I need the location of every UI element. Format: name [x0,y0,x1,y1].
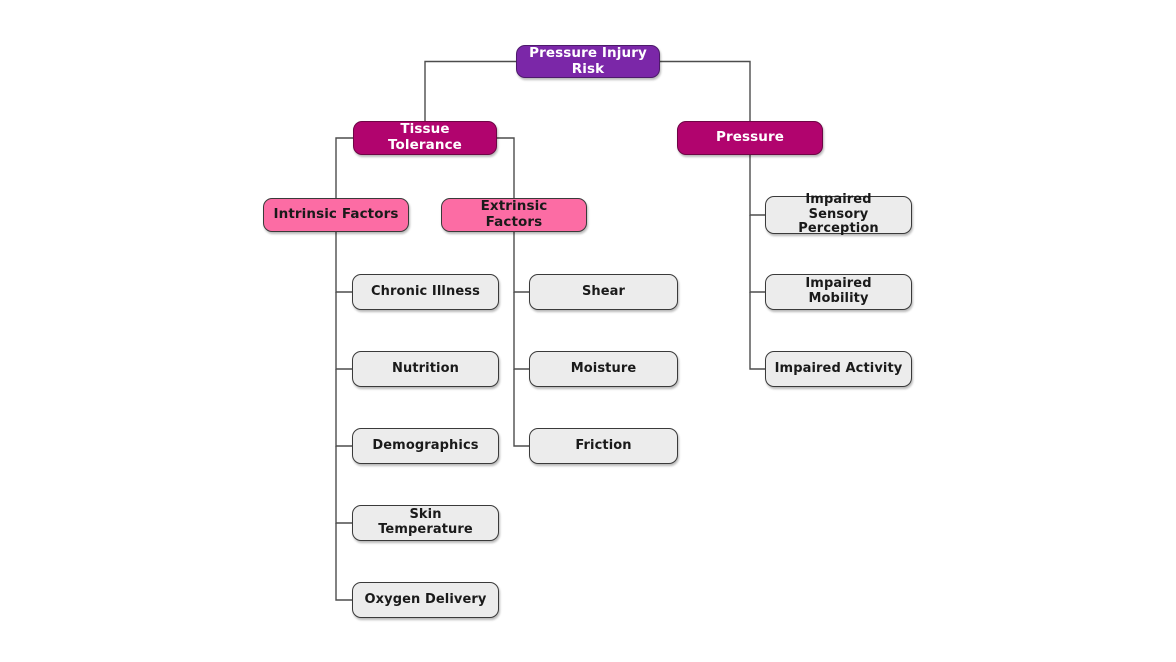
edge-intrinsic-to-nutrition [335,292,352,370]
edge-tissue-to-extrinsic [497,137,515,198]
node-skintemp[interactable]: Skin Temperature [352,505,499,541]
node-pressure[interactable]: Pressure [677,121,823,155]
node-extrinsic[interactable]: Extrinsic Factors [441,198,587,232]
node-oxygen[interactable]: Oxygen Delivery [352,582,499,618]
edge-intrinsic-to-oxygen [335,523,352,601]
node-moisture[interactable]: Moisture [529,351,678,387]
node-mobility[interactable]: Impaired Mobility [765,274,912,310]
edge-pressure-to-sensory [749,155,765,216]
edge-tissue-to-intrinsic [335,137,353,198]
edge-extrinsic-to-friction [513,369,529,447]
edge-root-to-tissue [424,60,516,121]
edge-intrinsic-to-skintemp [335,446,352,524]
edge-extrinsic-to-moisture [513,292,529,370]
node-chronic[interactable]: Chronic Illness [352,274,499,310]
edge-intrinsic-to-demographics [335,369,352,447]
node-tissue[interactable]: Tissue Tolerance [353,121,497,155]
edge-extrinsic-to-shear [513,232,529,293]
node-nutrition[interactable]: Nutrition [352,351,499,387]
node-root[interactable]: Pressure Injury Risk [516,45,660,78]
edge-pressure-to-mobility [749,215,765,293]
edge-root-to-pressure [660,60,751,121]
edge-pressure-to-activity [749,292,765,370]
node-sensory[interactable]: Impaired Sensory Perception [765,192,912,236]
node-intrinsic[interactable]: Intrinsic Factors [263,198,409,232]
node-demographics[interactable]: Demographics [352,428,499,464]
edge-intrinsic-to-chronic [335,232,352,293]
node-activity[interactable]: Impaired Activity [765,351,912,387]
node-friction[interactable]: Friction [529,428,678,464]
node-shear[interactable]: Shear [529,274,678,310]
